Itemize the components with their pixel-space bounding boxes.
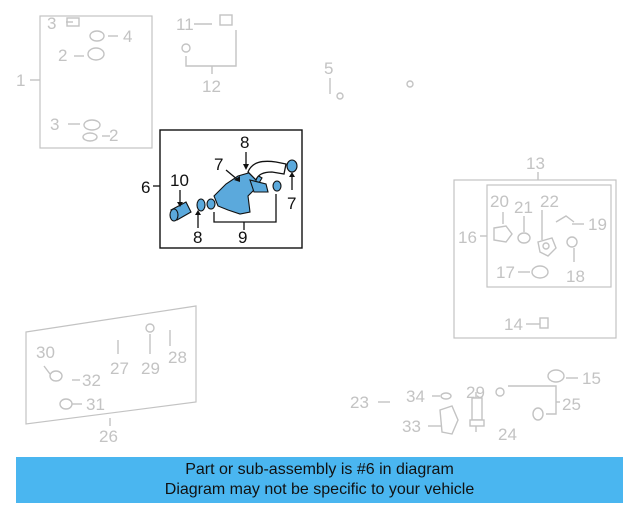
callout-3: 3 xyxy=(47,14,56,33)
callout-21: 21 xyxy=(514,198,533,217)
callout-5: 5 xyxy=(324,59,333,78)
callout-27: 27 xyxy=(110,359,129,378)
callout-2-lower: 2 xyxy=(109,126,118,145)
callout-8-bottom: 8 xyxy=(193,228,202,247)
parts-diagram: 1 3 4 2 3 2 11 12 5 xyxy=(16,14,617,446)
callout-13: 13 xyxy=(526,154,545,173)
callout-25: 25 xyxy=(562,395,581,414)
callout-7-left: 7 xyxy=(214,155,223,174)
callout-26: 26 xyxy=(99,427,118,446)
callout-1: 1 xyxy=(16,71,25,90)
callout-3-lower: 3 xyxy=(50,115,59,134)
callout-20: 20 xyxy=(490,192,509,211)
assembly-group-26[interactable]: 30 32 31 27 29 28 26 xyxy=(25,305,197,446)
callout-2: 2 xyxy=(58,46,67,65)
callout-16: 16 xyxy=(458,228,477,247)
callout-7-right: 7 xyxy=(287,194,296,213)
callout-12: 12 xyxy=(202,77,221,96)
callout-29-left: 29 xyxy=(141,359,160,378)
assembly-group-6-highlighted[interactable]: 6 8 7 7 10 8 9 xyxy=(141,129,303,249)
callout-33: 33 xyxy=(402,417,421,436)
callout-14: 14 xyxy=(504,315,523,334)
callout-17: 17 xyxy=(496,263,515,282)
assembly-group-1[interactable]: 1 3 4 2 3 2 xyxy=(16,14,153,149)
assembly-group-25[interactable]: 23 34 33 29 24 15 25 xyxy=(348,369,601,444)
callout-34: 34 xyxy=(406,387,425,406)
callout-4: 4 xyxy=(123,27,132,46)
banner-line-1: Part or sub-assembly is #6 in diagram xyxy=(185,461,454,478)
assembly-group-13[interactable]: 13 16 20 21 22 19 18 17 14 xyxy=(453,154,617,339)
callout-29-right: 29 xyxy=(466,383,485,402)
callout-11: 11 xyxy=(176,15,194,34)
banner-line-2: Diagram may not be specific to your vehi… xyxy=(164,481,475,498)
part-5-pipe[interactable]: 5 xyxy=(284,59,447,114)
callout-10: 10 xyxy=(170,171,189,190)
callout-30: 30 xyxy=(36,343,55,362)
callout-8-top: 8 xyxy=(240,133,249,152)
callout-18: 18 xyxy=(566,267,585,286)
callout-9: 9 xyxy=(238,228,247,247)
callout-19: 19 xyxy=(588,215,607,234)
callout-28: 28 xyxy=(168,348,187,367)
callout-15: 15 xyxy=(582,369,601,388)
callout-23: 23 xyxy=(350,393,369,412)
callout-32: 32 xyxy=(82,371,101,390)
info-banner: Part or sub-assembly is #6 in diagram Di… xyxy=(16,457,623,503)
callout-22: 22 xyxy=(540,192,559,211)
callout-24: 24 xyxy=(498,425,517,444)
callout-6: 6 xyxy=(141,178,150,197)
assembly-group-12[interactable]: 11 12 xyxy=(176,14,237,96)
callout-31: 31 xyxy=(86,395,105,414)
